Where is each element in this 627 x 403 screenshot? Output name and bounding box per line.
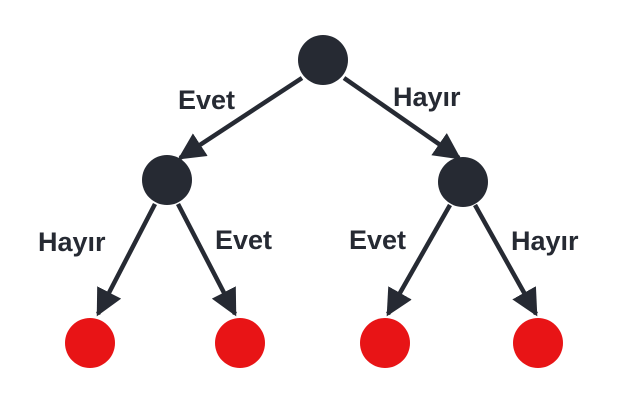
edge-label-left-leaf-1: Hayır <box>38 227 106 257</box>
edge-left-to-leaf-2 <box>176 202 237 317</box>
root-decision-node <box>298 35 348 85</box>
leaf-node-1 <box>65 318 115 368</box>
edge-label-root-right: Hayır <box>393 82 461 112</box>
edge-label-right-leaf-3: Evet <box>349 225 406 255</box>
edge-right-to-leaf-3 <box>386 203 452 317</box>
edge-root-to-left <box>177 76 304 160</box>
edge-right-to-leaf-4 <box>473 203 538 317</box>
leaf-node-3 <box>360 318 410 368</box>
leaf-node-4 <box>513 318 563 368</box>
left-decision-node <box>142 155 192 205</box>
edge-root-to-right <box>342 76 462 160</box>
edge-label-left-leaf-2: Evet <box>215 225 272 255</box>
edge-left-to-leaf-1 <box>96 202 157 317</box>
edge-label-root-left: Evet <box>178 85 235 115</box>
right-decision-node <box>438 157 488 207</box>
edge-label-right-leaf-4: Hayır <box>511 226 579 256</box>
leaf-node-2 <box>215 318 265 368</box>
